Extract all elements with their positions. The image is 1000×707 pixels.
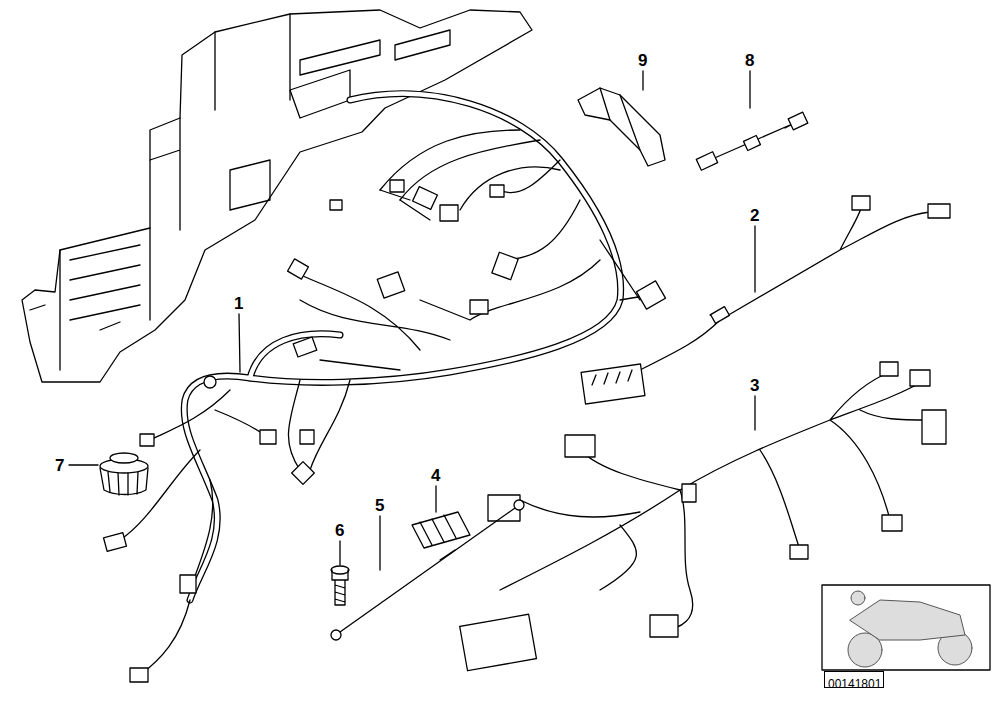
callout-number: 2	[750, 207, 759, 224]
callout-number: 8	[745, 52, 754, 69]
callout-number: 7	[55, 457, 64, 474]
callout-number: 5	[375, 497, 384, 514]
callout-number: 1	[234, 295, 243, 312]
callout-number: 6	[335, 522, 344, 539]
callout-number: 4	[431, 467, 440, 484]
callout-number: 3	[750, 377, 759, 394]
callout-number: 9	[638, 52, 647, 69]
drawing-number: 00141801	[828, 678, 881, 690]
drawing-number-box: 00141801	[824, 671, 884, 688]
